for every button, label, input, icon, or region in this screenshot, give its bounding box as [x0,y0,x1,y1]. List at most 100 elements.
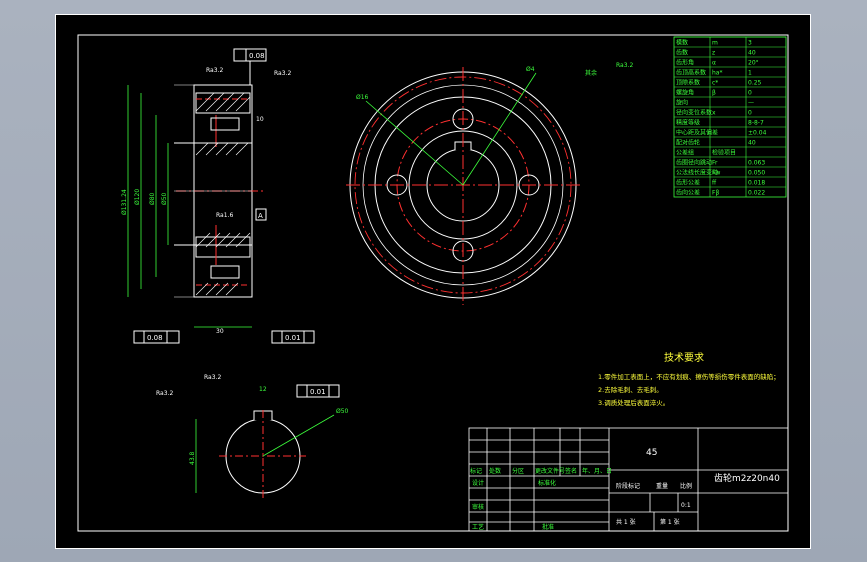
param-cell: ±0.04 [748,130,767,137]
tb-row-review: 审核 [472,503,484,511]
tb-header-4: 签名 [565,467,577,475]
tolerance-frame-bottom-right: 0.01 [271,330,315,344]
dim-hub-diameter: Ø80 [149,192,156,205]
tol-runout-top: 0.08 [249,52,265,60]
param-cell: 齿向公差 [676,189,700,197]
param-cell: x [712,110,716,117]
param-cell: 8-8-7 [748,120,764,127]
param-cell: c* [712,80,718,87]
param-cell: 旋向 [676,99,688,107]
param-cell: β [712,90,716,97]
param-cell: 0.063 [748,160,765,167]
param-cell: 40 [748,50,756,57]
param-cell: 0.25 [748,80,762,87]
roughness-top-right: Ra3.2 [274,70,291,77]
param-cell: α [712,60,716,67]
dim-pitch-diameter: Ø120 [134,189,141,205]
param-cell: 齿形角 [676,59,694,67]
tb-stage-mark: 阶段标记 [616,482,640,490]
param-cell: 40 [748,140,756,147]
inner-frame [77,34,789,532]
tol-bottom-right: 0.01 [285,334,301,342]
param-cell: 0.018 [748,180,765,187]
param-cell: Fw [712,170,720,177]
param-cell: ff [712,180,717,187]
drawing-sheet: Ø131.24 Ø120 Ø80 Ø50 0.08 Ra3.2 Ra3.2 10… [55,14,811,549]
tolerance-frame-bottom-left: 0.08 [133,330,180,344]
tech-requirements-title: 技术要求 [664,351,704,364]
param-cell: m [712,40,718,47]
tb-material: 45 [646,448,657,458]
tb-part-name: 齿轮m2z20n40 [714,472,780,484]
requirement-1: 1.零件加工表面上，不应有划痕、擦伤等损伤零件表面的缺陷； [598,372,780,381]
param-cell: z [712,50,715,57]
dim-key-depth: 43.8 [189,451,196,465]
param-cell: 齿形公差 [676,179,700,187]
param-cell: 3 [748,40,752,47]
tb-weight: 重量 [656,482,668,490]
tb-header-1: 处数 [489,467,501,475]
tb-row-approve: 批准 [542,523,554,531]
tb-row-process: 工艺 [472,523,484,531]
param-cell: 中心距及其偏差 [676,129,718,137]
dim-bore-diameter: Ø50 [161,192,168,205]
front-view [346,67,580,305]
tolerance-frame-top: 0.08 [233,48,267,85]
roughness-bore: Ra1.6 [216,212,233,219]
tb-row-standard: 标准化 [538,479,556,487]
vertical-dimensions [127,85,169,297]
requirement-2: 2.去除毛刺、去毛刺。 [598,385,663,394]
param-cell: 配对齿轮 [676,139,700,147]
param-cell: 0 [748,90,752,97]
param-cell: Fr [712,160,718,167]
param-cell: 径向变位系数 [676,109,712,117]
tb-header-2: 分区 [512,467,524,475]
tol-bottom-left: 0.08 [147,334,163,342]
note-rest: 其余 [585,69,597,77]
param-cell: 螺旋角 [676,89,694,97]
dim-key-diameter: Ø50 [336,408,349,415]
tb-header-3: 更改文件号 [535,467,565,475]
param-cell: 0.022 [748,190,765,197]
dim-hole: Ø4 [526,66,535,73]
param-cell: 1 [748,70,752,77]
datum-a-label: A [258,212,263,220]
tb-header-5: 年、月、日 [582,467,612,475]
tb-header-0: 标记 [470,467,482,475]
tb-ratio: 比例 [680,482,692,490]
tb-sheet-no: 第 1 张 [660,518,680,526]
param-cell: 精度等级 [676,119,700,127]
param-cell: 公法线长度变动 [676,169,718,177]
param-cell: 0 [748,110,752,117]
param-cell: ha* [712,70,722,77]
roughness-rest: Ra3.2 [616,62,633,69]
keyway-detail-view [195,410,335,500]
param-cell: Fβ [712,190,719,197]
roughness-key-right: Ra3.2 [204,374,221,381]
param-cell: 模数 [676,39,688,47]
param-cell: 齿圈径向跳动 [676,159,712,167]
roughness-key-left: Ra3.2 [156,390,173,397]
dim-keyway: 12 [259,386,267,393]
cad-drawing: Ø131.24 Ø120 Ø80 Ø50 0.08 Ra3.2 Ra3.2 10… [77,34,789,532]
tolerance-frame-key: 0.01 [296,384,340,398]
dim-angle: Ø16 [356,94,369,101]
requirement-3: 3.调质处理后表面淬火。 [598,398,669,407]
param-cell: — [748,100,754,107]
dim-tip-diameter: Ø131.24 [121,189,128,215]
datum-a-box [255,208,267,221]
param-cell: 顶隙系数 [676,79,700,87]
tol-key: 0.01 [310,388,326,396]
param-cell: 0.050 [748,170,765,177]
param-cell: 检验项目 [712,149,736,157]
tb-row-design: 设计 [472,479,484,487]
width-dim-text: 30 [216,328,224,335]
dim-10: 10 [256,116,264,123]
param-cell: 齿数 [676,49,688,57]
title-block [468,427,789,532]
section-view [174,84,266,298]
param-cell: 20° [748,60,759,67]
tb-scale: 0:1 [681,502,691,509]
param-cell: 公差组 [676,149,694,157]
